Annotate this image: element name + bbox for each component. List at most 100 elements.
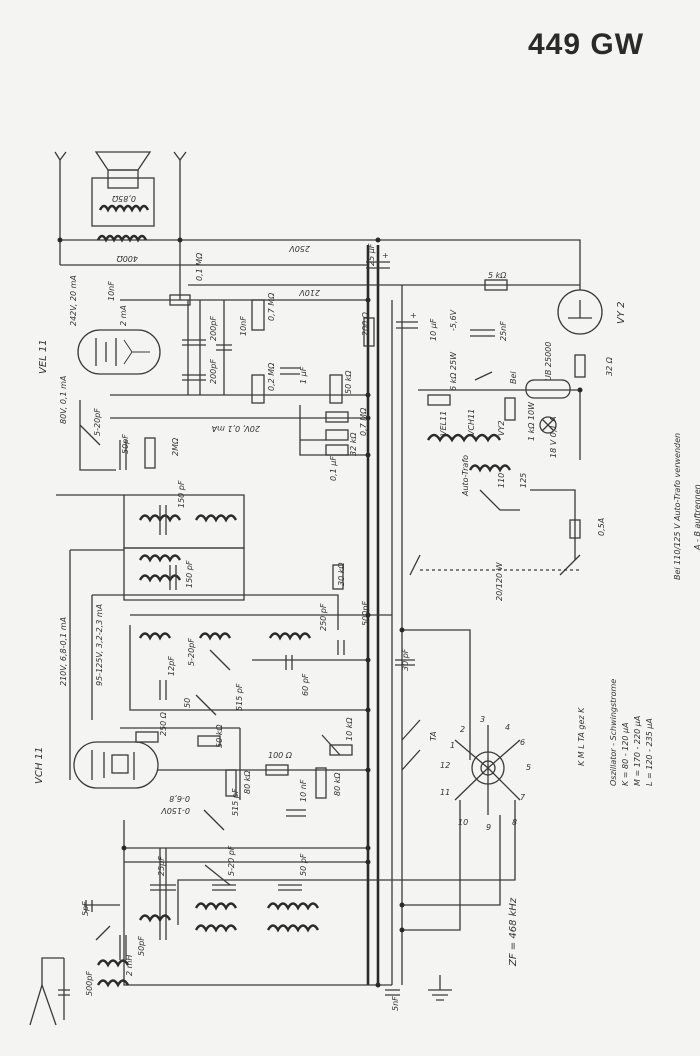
vch11-resistors <box>120 727 368 817</box>
top-rails <box>59 160 581 301</box>
svg-text:VEL11: VEL11 <box>439 411 448 436</box>
svg-text:10nF: 10nF <box>239 316 248 336</box>
antenna-symbol <box>29 957 64 1026</box>
if-filter-2 <box>123 547 245 601</box>
svg-text:-5,6V: -5,6V <box>449 309 458 331</box>
svg-text:L = 120 - 235 µA: L = 120 - 235 µA <box>645 718 654 786</box>
rf-input-section <box>58 820 400 1020</box>
svg-text:0,2 MΩ: 0,2 MΩ <box>267 362 276 391</box>
svg-text:5-20pF: 5-20pF <box>93 408 102 436</box>
svg-text:242V, 20 mA: 242V, 20 mA <box>69 275 78 326</box>
svg-text:1 kΩ 10W: 1 kΩ 10W <box>527 401 536 441</box>
svg-text:200pF: 200pF <box>209 359 218 384</box>
svg-text:200pF: 200pF <box>209 316 218 341</box>
svg-text:10 kΩ: 10 kΩ <box>345 717 354 741</box>
svg-text:VY2: VY2 <box>497 421 506 436</box>
svg-text:M = 170 - 220 µA: M = 170 - 220 µA <box>633 716 642 786</box>
resistor-stack <box>299 317 375 456</box>
tube-vy2: VY 2 <box>484 279 627 378</box>
svg-text:30 kΩ: 30 kΩ <box>337 562 346 586</box>
svg-text:5: 5 <box>526 763 531 772</box>
svg-text:515 pF: 515 pF <box>231 788 240 816</box>
svg-text:8: 8 <box>512 818 517 827</box>
svg-text:250 Ω: 250 Ω <box>159 711 168 736</box>
svg-text:10nF: 10nF <box>107 281 116 301</box>
svg-text:400Ω: 400Ω <box>116 254 138 263</box>
svg-text:200 Ω: 200 Ω <box>361 311 370 336</box>
svg-text:0-150V: 0-150V <box>161 806 190 815</box>
svg-text:4: 4 <box>505 723 510 732</box>
svg-text:80 kΩ: 80 kΩ <box>243 770 252 794</box>
svg-text:ZF = 468 kHz: ZF = 468 kHz <box>508 897 519 967</box>
svg-text:+: + <box>382 251 389 260</box>
svg-text:5-20pF: 5-20pF <box>187 638 196 666</box>
svg-text:210V: 210V <box>299 288 320 297</box>
svg-text:VY 2: VY 2 <box>616 302 627 325</box>
svg-text:5pF: 5pF <box>81 901 90 916</box>
svg-text:0,1 MΩ: 0,1 MΩ <box>195 252 204 281</box>
svg-text:95-125V, 3,2-2,3 mA: 95-125V, 3,2-2,3 mA <box>95 604 104 686</box>
svg-text:18 V 0,1 A: 18 V 0,1 A <box>549 417 558 458</box>
svg-text:Oszillator - Schwingstrome: Oszillator - Schwingstrome <box>609 679 618 786</box>
svg-text:2: 2 <box>460 725 465 734</box>
svg-text:25 µF: 25 µF <box>367 243 376 266</box>
svg-text:20/120 W: 20/120 W <box>495 561 504 601</box>
svg-text:10: 10 <box>458 818 468 827</box>
svg-text:0,7 MΩ: 0,7 MΩ <box>267 292 276 321</box>
svg-text:50pF: 50pF <box>121 434 130 454</box>
svg-text:25nF: 25nF <box>499 321 508 341</box>
svg-text:2 mA: 2 mA <box>119 305 128 326</box>
svg-text:100 Ω: 100 Ω <box>268 751 293 760</box>
svg-text:32 Ω: 32 Ω <box>605 356 614 376</box>
svg-text:12pF: 12pF <box>167 656 176 676</box>
svg-text:UB 25000: UB 25000 <box>544 342 553 381</box>
svg-text:3: 3 <box>480 715 485 724</box>
svg-text:50 kΩ: 50 kΩ <box>344 370 353 394</box>
svg-text:6 kΩ 25W: 6 kΩ 25W <box>449 351 458 391</box>
svg-text:5nF: 5nF <box>391 996 400 1011</box>
svg-text:125: 125 <box>519 473 528 488</box>
svg-text:110: 110 <box>497 473 506 488</box>
svg-text:2MΩ: 2MΩ <box>171 437 180 456</box>
svg-text:5-20 pF: 5-20 pF <box>227 845 236 876</box>
vel11-grid-network <box>79 400 156 471</box>
svg-text:20V, 0,1 mA: 20V, 0,1 mA <box>212 424 260 433</box>
svg-text:150 pF: 150 pF <box>185 560 194 588</box>
svg-text:9: 9 <box>486 823 491 832</box>
svg-text:A - B auftrennen: A - B auftrennen <box>693 484 700 551</box>
svg-text:2 mH: 2 mH <box>125 955 134 976</box>
svg-text:K M L TA gez K: K M L TA gez K <box>577 707 586 766</box>
svg-text:7: 7 <box>520 793 526 802</box>
svg-text:VCH11: VCH11 <box>467 409 476 436</box>
svg-text:80 kΩ: 80 kΩ <box>333 772 342 796</box>
oscillator-section <box>91 564 392 720</box>
tube-vel11: VEL 11 <box>38 329 161 375</box>
svg-text:0,5A: 0,5A <box>597 518 606 536</box>
vel11-coupling-network <box>110 294 368 419</box>
svg-text:Bel: Bel <box>509 371 518 384</box>
svg-text:60 pF: 60 pF <box>301 673 310 696</box>
tube-vch11: VCH 11 <box>34 741 159 789</box>
svg-text:150 pF: 150 pF <box>177 480 186 508</box>
svg-text:80V, 0,1 mA: 80V, 0,1 mA <box>59 376 68 424</box>
svg-text:TA: TA <box>429 731 438 741</box>
svg-text:VCH 11: VCH 11 <box>34 747 45 784</box>
loudspeaker: 0,85Ω 400Ω <box>91 151 155 263</box>
ground-symbol <box>428 975 452 1001</box>
svg-text:VEL 11: VEL 11 <box>38 339 49 374</box>
svg-text:+: + <box>410 311 417 320</box>
svg-text:50pF: 50pF <box>137 936 146 956</box>
svg-text:1: 1 <box>450 741 455 750</box>
svg-text:5 kΩ: 5 kΩ <box>488 271 507 280</box>
junction-dots <box>57 237 583 988</box>
diagram-title: 449 GW <box>528 28 645 61</box>
svg-text:6: 6 <box>520 738 525 747</box>
svg-text:250V: 250V <box>289 244 310 253</box>
svg-text:515 pF: 515 pF <box>235 683 244 711</box>
svg-text:50: 50 <box>183 698 192 708</box>
svg-text:500pF: 500pF <box>85 971 94 996</box>
svg-text:11: 11 <box>440 788 450 797</box>
svg-text:32 kΩ: 32 kΩ <box>349 432 358 456</box>
